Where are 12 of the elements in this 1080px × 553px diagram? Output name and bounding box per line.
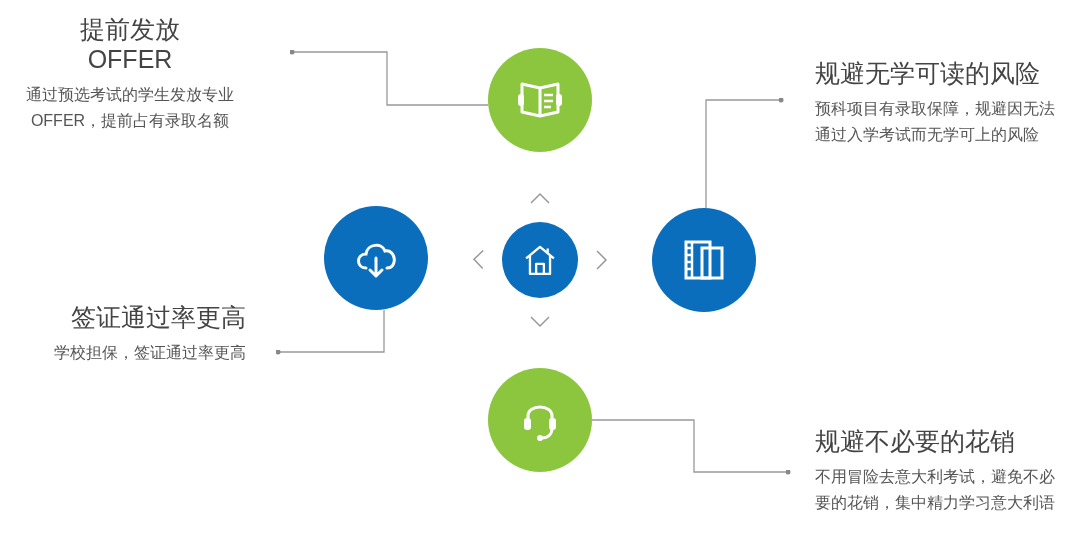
description: 通过预选考试的学生发放专业OFFER，提前占有录取名额	[25, 85, 235, 131]
description: 学校担保，签证通过率更高	[53, 343, 246, 363]
leader-line	[275, 309, 385, 355]
heading: 规避不必要的花销	[815, 426, 1016, 456]
heading: 提前发放 OFFER	[79, 14, 181, 74]
heading: 签证通过率更高	[70, 302, 246, 332]
description: 预科项目有录取保障，规避因无法通过入学考试而无学可上的风险	[815, 99, 1056, 145]
leader-line	[705, 97, 784, 209]
description: 不用冒险去意大利考试，避免不必要的花销，集中精力学习意大利语	[815, 467, 1055, 513]
leader-line	[289, 49, 489, 106]
leader-line	[591, 419, 791, 475]
heading: 规避无学可读的风险	[815, 58, 1041, 88]
